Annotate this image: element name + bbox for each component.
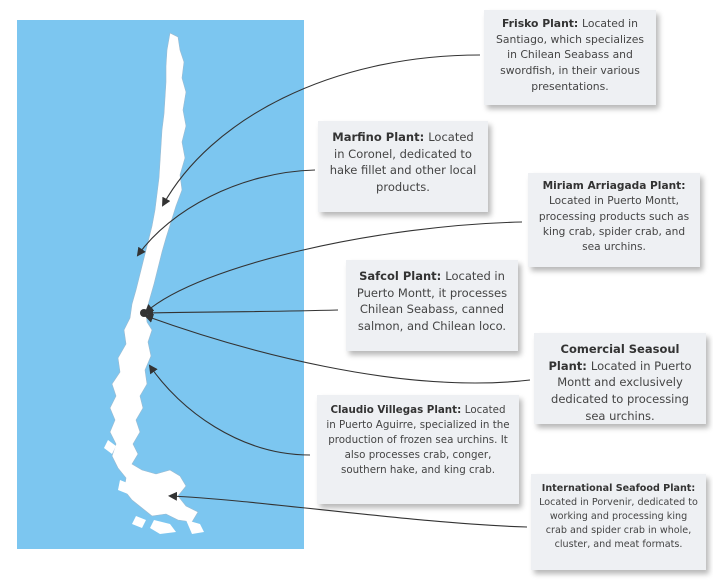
card-safcol-text: Located in Puerto Montt, it processes Ch… (356, 269, 508, 334)
card-frisko-title: Frisko Plant: (501, 17, 583, 30)
card-frisko: Frisko Plant: Located in Santiago, which… (484, 10, 656, 105)
card-safcol: Safcol Plant: Located in Puerto Montt, i… (346, 260, 518, 351)
card-miriam: Miriam Arriagada Plant: Located in Puert… (528, 173, 700, 267)
card-intl-title: International Seafood Plant: (541, 483, 696, 494)
card-claudio: Claudio Villegas Plant: Located in Puert… (317, 395, 519, 504)
card-claudio-text: Located in Puerto Aguirre, specialized i… (326, 404, 510, 476)
map-sea-background (17, 20, 304, 549)
card-seasoul: Comercial Seasoul Plant: Located in Puer… (534, 333, 706, 424)
card-seasoul-text: Located in Puerto Montt and exclusively … (551, 358, 692, 423)
card-intl-text: Located in Porvenir, dedicated to workin… (539, 496, 698, 550)
card-marfino: Marfino Plant: Located in Coronel, dedic… (318, 121, 488, 212)
card-intl: International Seafood Plant: Located in … (531, 474, 706, 570)
card-marfino-title: Marfino Plant: (332, 130, 429, 144)
card-seasoul-title: Comercial Seasoul Plant: (548, 342, 680, 373)
card-safcol-title: Safcol Plant: (359, 269, 446, 283)
card-miriam-title: Miriam Arriagada Plant: (542, 180, 686, 192)
card-claudio-title: Claudio Villegas Plant: (330, 404, 465, 416)
card-miriam-text: Located in Puerto Montt, processing prod… (538, 195, 690, 254)
card-frisko-text: Located in Santiago, which specializes i… (496, 17, 644, 93)
card-marfino-text: Located in Coronel, dedicated to hake fi… (329, 130, 477, 195)
